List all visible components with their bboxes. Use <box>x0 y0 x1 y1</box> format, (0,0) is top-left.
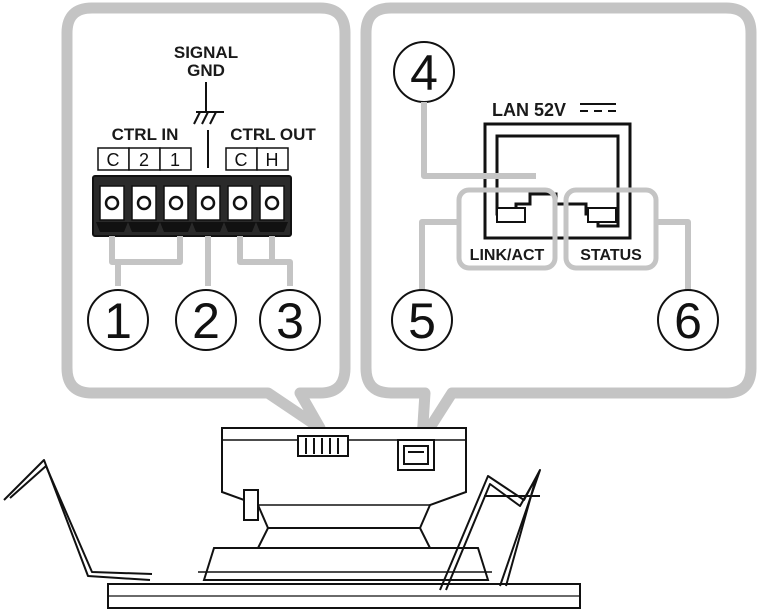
callout-2-number: 2 <box>192 293 220 349</box>
callout-5-number: 5 <box>408 293 436 349</box>
status-label: STATUS <box>580 247 642 264</box>
callout-4: 4 <box>393 41 455 103</box>
ctrl-in-label: CTRL IN <box>112 125 179 144</box>
callout-2: 2 <box>175 289 237 351</box>
callout-6-leader <box>656 219 691 290</box>
ctrl-in-terminal-c: C <box>107 150 120 170</box>
mounting-springs <box>3 459 541 591</box>
callout-6-number: 6 <box>674 293 702 349</box>
callout-3: 3 <box>259 289 321 351</box>
callout-1: 1 <box>87 289 149 351</box>
lan-port <box>483 122 632 240</box>
screw-terminal <box>160 185 192 232</box>
screw-terminal <box>256 185 288 232</box>
lan-label: LAN 52V <box>492 100 566 120</box>
screw-terminal <box>96 185 128 232</box>
callout-1-number: 1 <box>104 293 132 349</box>
terminal-block <box>92 175 292 237</box>
callout-6: 6 <box>657 289 719 351</box>
ctrl-in-terminal-2: 2 <box>139 150 149 170</box>
link-act-label: LINK/ACT <box>470 247 545 264</box>
callout-5-leader <box>419 219 459 290</box>
ctrl-out-terminal-c: C <box>235 150 248 170</box>
screw-terminal <box>224 185 256 232</box>
status-frame <box>563 187 659 271</box>
ctrl-out-terminal-h: H <box>266 150 279 170</box>
speaker-housing <box>107 427 581 609</box>
signal-gnd-label-line2: GND <box>187 61 225 80</box>
dc-symbol-icon <box>580 103 616 112</box>
screw-terminal <box>192 185 224 232</box>
terminal-label-boxes <box>97 147 289 171</box>
callout-4-leader <box>421 102 536 179</box>
link-act-frame <box>456 187 558 271</box>
ctrl-in-terminal-1: 1 <box>170 150 180 170</box>
callout-3-number: 3 <box>276 293 304 349</box>
callout-5: 5 <box>391 289 453 351</box>
ctrl-out-label: CTRL OUT <box>230 125 316 144</box>
callout-4-number: 4 <box>410 45 438 101</box>
ground-symbol <box>193 82 224 168</box>
left-leader-lines <box>109 236 293 286</box>
screw-terminal <box>128 185 160 232</box>
signal-gnd-label-line1: SIGNAL <box>174 43 238 62</box>
